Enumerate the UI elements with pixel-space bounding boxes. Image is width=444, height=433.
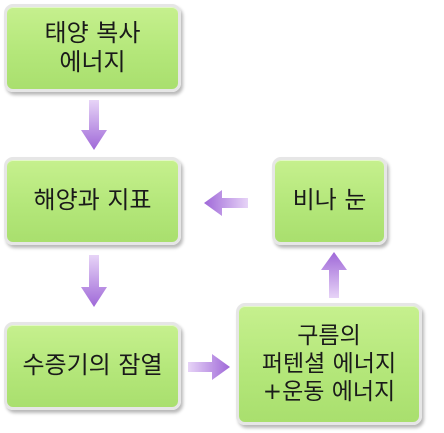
node-solar-radiation-line1: 태양 복사 [44, 18, 141, 47]
node-cloud-energy: 구름의 퍼텐셜 에너지 +운동 에너지 [236, 303, 422, 425]
arrow-left-rain-to-ocean [204, 190, 248, 216]
node-cloud-energy-line2: 퍼텐셜 에너지 [261, 350, 397, 377]
node-latent-heat-label: 수증기의 잠열 [22, 351, 163, 380]
node-cloud-energy-line3: +운동 에너지 [262, 379, 396, 406]
arrow-down-solar-to-ocean [81, 100, 107, 150]
node-cloud-energy-line1: 구름의 [297, 322, 361, 349]
arrow-down-ocean-to-evaporation [81, 255, 107, 307]
node-solar-radiation-line2: 에너지 [59, 48, 126, 76]
arrow-up-cloud-to-rain [321, 252, 347, 298]
node-rain-snow: 비나 눈 [272, 157, 387, 245]
node-ocean-surface: 해양과 지표 [4, 157, 181, 245]
node-ocean-surface-label: 해양과 지표 [33, 186, 152, 215]
node-latent-heat: 수증기의 잠열 [4, 322, 181, 410]
arrow-right-evaporation-to-cloud [188, 354, 230, 380]
node-rain-snow-label: 비나 눈 [292, 186, 367, 215]
node-solar-radiation: 태양 복사 에너지 [4, 4, 181, 92]
